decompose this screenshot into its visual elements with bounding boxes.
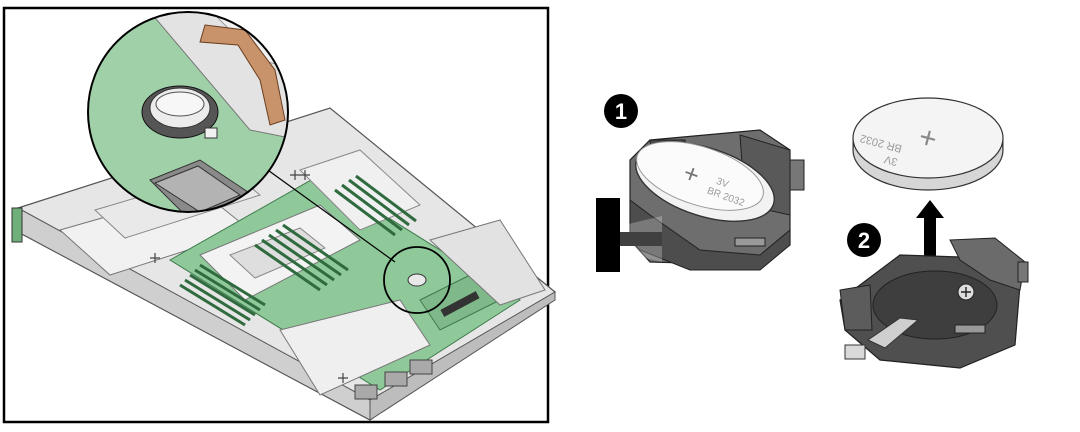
step-2-badge <box>847 223 881 257</box>
step-1-push-arrow <box>596 198 662 272</box>
step-1-group: 1 + 3V BR 2032 <box>596 94 805 272</box>
battery-steps-panel: 1 + 3V BR 2032 2 <box>596 94 1029 369</box>
step-2-battery: + 3V BR 2032 <box>852 97 1004 191</box>
dimm-bank-center <box>254 223 349 292</box>
step-2-lift-arrow <box>916 200 944 300</box>
step-2-battery-voltage: 3V <box>882 152 899 167</box>
dimm-bank-right <box>334 174 417 237</box>
step-2-group: 2 + 3V BR 2032 <box>839 97 1029 369</box>
dimm-bank-left <box>179 263 266 327</box>
step-1-number: 1 <box>615 99 627 124</box>
step-1-battery-voltage: 3V <box>715 176 731 191</box>
power-supply-handles <box>354 359 433 400</box>
server-panel <box>2 6 556 424</box>
step-2-empty-holder <box>839 237 1029 369</box>
battery-location-circle <box>383 246 451 314</box>
step-2-number: 2 <box>858 228 870 253</box>
step-1-badge <box>604 94 638 128</box>
callout-line <box>264 167 396 263</box>
